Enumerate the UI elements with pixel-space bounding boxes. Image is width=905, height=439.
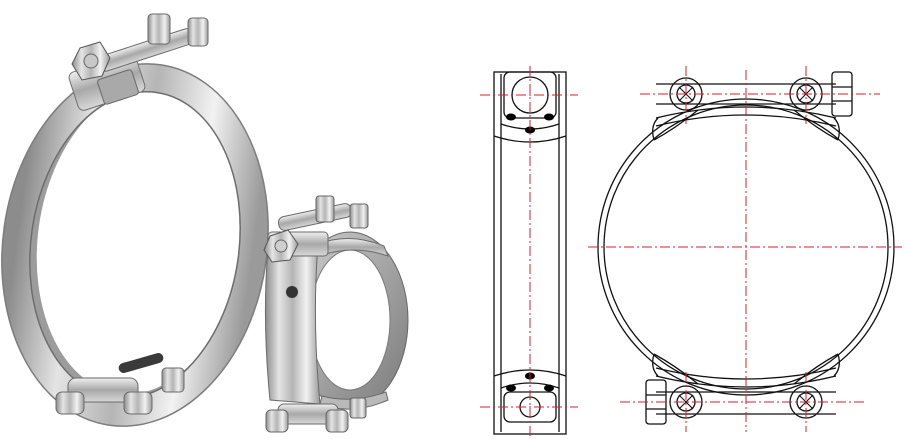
side-centerlines [480,66,578,439]
side-hole-bottom-right [544,384,554,392]
front-view-svg [588,66,902,432]
side-hole-bottom-left [506,384,516,392]
small-clamp-bolt [263,195,369,263]
side-view-svg [480,66,578,439]
large-clamp-bottom-bolt [55,367,185,415]
large-clamp [1,13,269,427]
clamp-photo [0,0,440,439]
side-hole-top-right [544,113,554,121]
front-centerlines [588,66,902,432]
front-view-drawing [580,0,905,439]
small-clamp [263,195,409,433]
side-bottom-bridge [493,369,567,377]
large-clamp-bolt [68,13,209,111]
side-view-drawing [470,0,600,439]
clamp-photo-art [1,13,409,433]
side-hole-top-left [506,113,516,121]
front-top-bridge [652,71,853,141]
small-clamp-bottom-bolt [265,397,367,433]
